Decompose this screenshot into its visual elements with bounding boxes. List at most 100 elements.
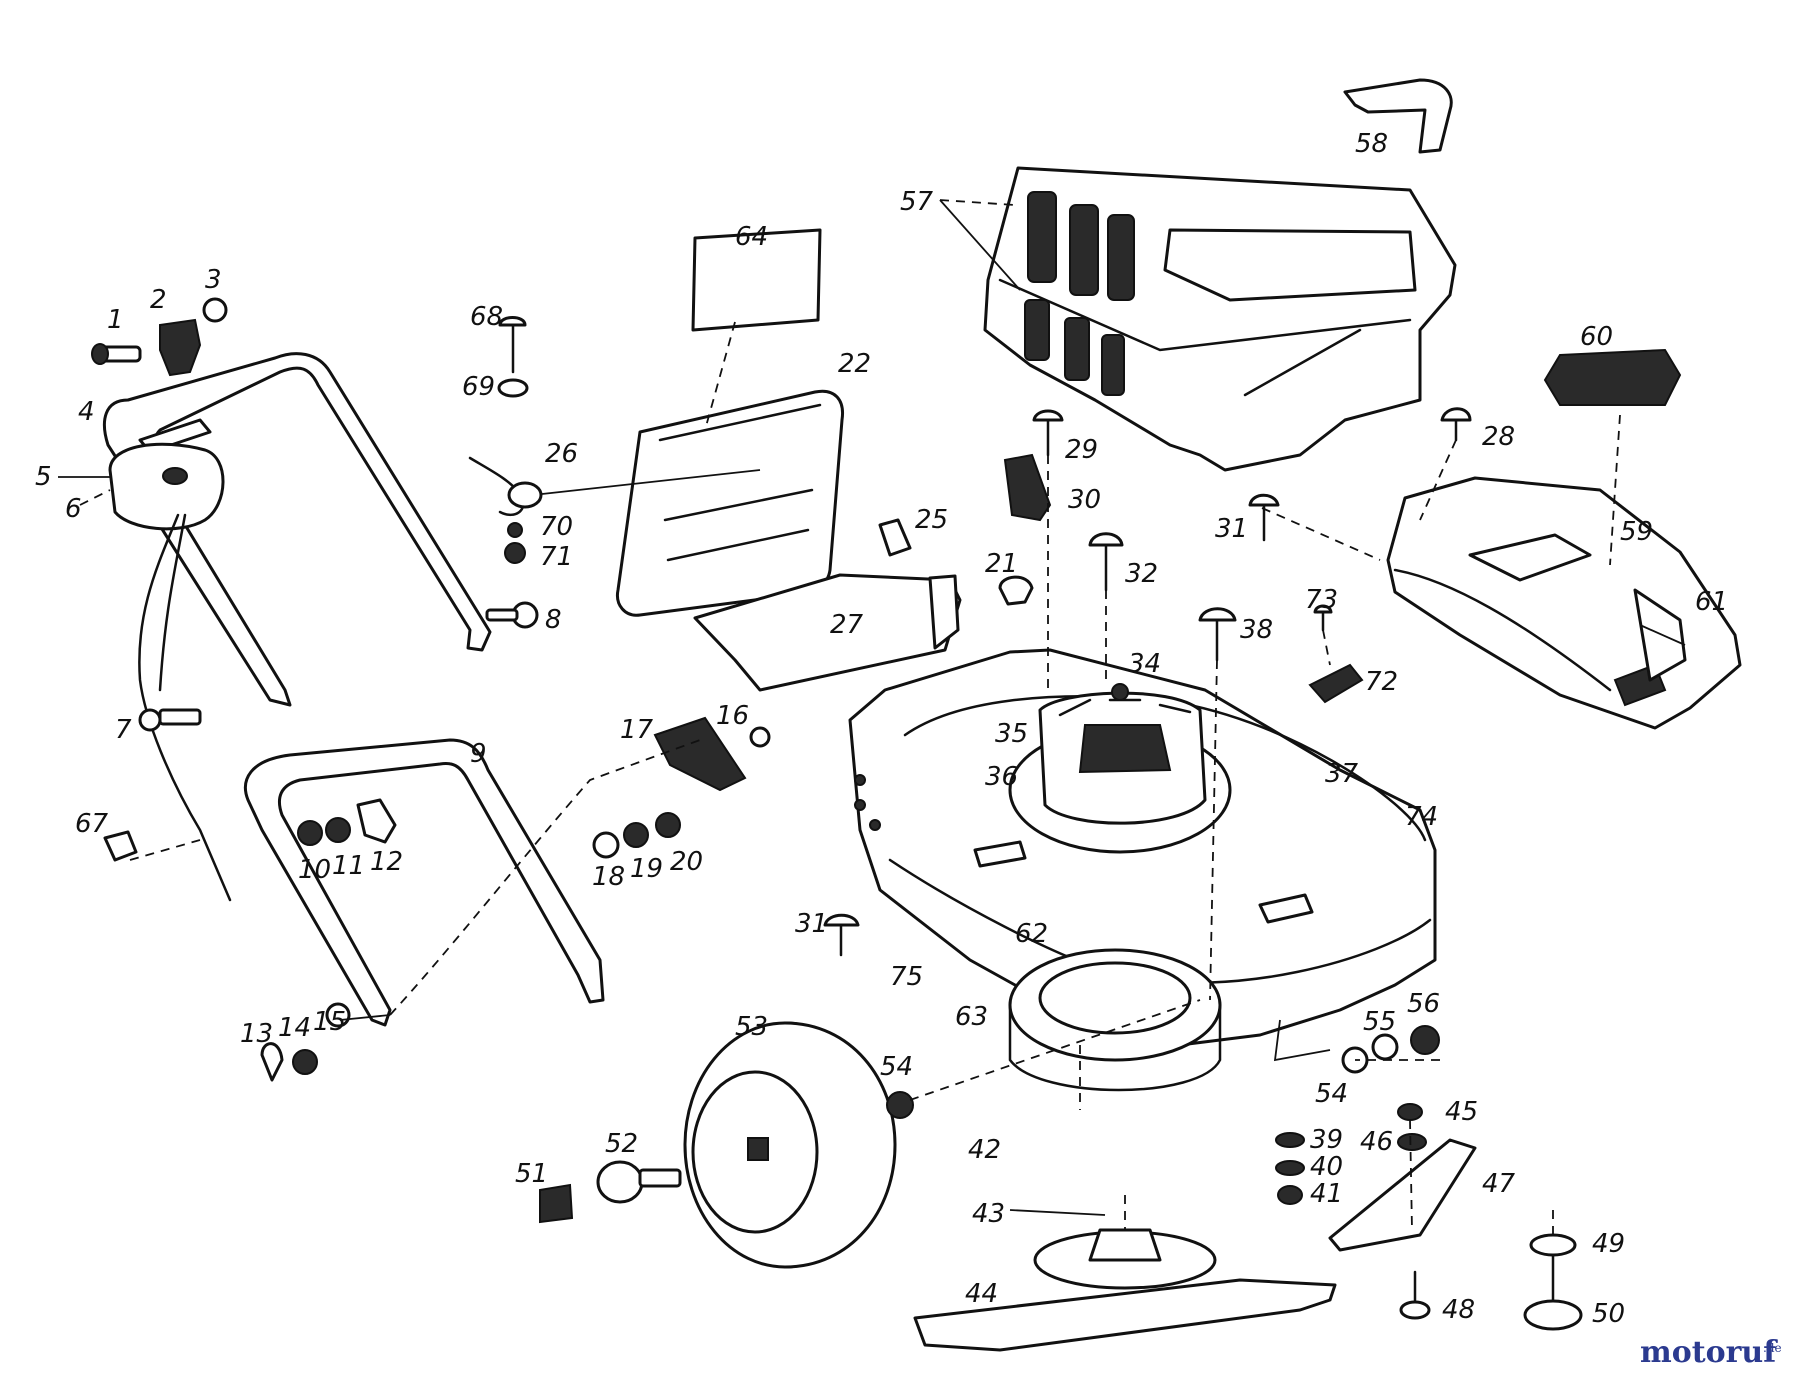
callout-19: 19 <box>630 854 663 884</box>
blade-adapter-45-47 <box>1328 1103 1477 1252</box>
callout-1: 1 <box>107 305 124 335</box>
callout-7: 7 <box>115 715 132 745</box>
mount-ring-42 <box>1008 948 1222 1092</box>
callout-59: 59 <box>1620 517 1653 547</box>
wheel-bolt-52 <box>596 1160 682 1204</box>
callout-18: 18 <box>592 862 625 892</box>
clip-67 <box>103 830 138 862</box>
callout-36: 36 <box>985 762 1018 792</box>
callout-56: 56 <box>1407 989 1440 1019</box>
callout-73: 73 <box>1305 585 1338 615</box>
callout-21: 21 <box>985 549 1018 579</box>
callout-labels: 1 2 3 4 5 6 7 8 9 10 11 12 13 14 15 16 1… <box>35 129 1728 1329</box>
callout-68: 68 <box>470 302 503 332</box>
screw-21 <box>998 575 1034 606</box>
blade-44 <box>913 1278 1337 1352</box>
switch-box <box>108 442 225 531</box>
callout-6: 6 <box>65 494 82 524</box>
callout-72: 72 <box>1365 667 1398 697</box>
callout-15: 15 <box>313 1007 346 1037</box>
callout-55: 55 <box>1363 1007 1396 1037</box>
callout-16: 16 <box>716 701 749 731</box>
deflector-27 <box>693 573 962 692</box>
callout-53: 53 <box>735 1012 768 1042</box>
callout-26: 26 <box>545 439 578 469</box>
screws-28-31-29 <box>1032 407 1472 542</box>
callout-17: 17 <box>620 715 654 745</box>
callout-31b: 31 <box>795 909 828 939</box>
callout-63: 63 <box>955 1002 988 1032</box>
lower-handle <box>243 738 605 1027</box>
callout-54b: 54 <box>1315 1079 1348 1109</box>
callout-40: 40 <box>1310 1152 1343 1182</box>
callout-48: 48 <box>1442 1295 1475 1325</box>
callout-46: 46 <box>1360 1127 1393 1157</box>
motor-cover-61 <box>1386 476 1742 730</box>
callout-27: 27 <box>830 610 864 640</box>
callout-38: 38 <box>1240 615 1273 645</box>
leader-lines <box>58 199 1686 1235</box>
callout-4: 4 <box>78 397 95 427</box>
callout-75: 75 <box>890 962 923 992</box>
callout-35: 35 <box>995 719 1028 749</box>
bracket-30 <box>1003 453 1052 522</box>
callout-42: 42 <box>968 1135 1001 1165</box>
callout-70: 70 <box>540 512 573 542</box>
callout-49: 49 <box>1592 1229 1625 1259</box>
callout-3: 3 <box>205 265 222 295</box>
motor-34 <box>1008 683 1232 854</box>
bolt-7 <box>138 708 202 732</box>
callout-12: 12 <box>370 847 403 877</box>
callout-47: 47 <box>1482 1169 1516 1199</box>
callout-64: 64 <box>735 222 768 252</box>
callout-43: 43 <box>972 1199 1005 1229</box>
callout-37: 37 <box>1325 759 1359 789</box>
callout-58: 58 <box>1355 129 1388 159</box>
callout-60: 60 <box>1580 322 1613 352</box>
watermark-tld: .de <box>1763 1341 1782 1355</box>
callout-62: 62 <box>1015 919 1048 949</box>
callout-13: 13 <box>240 1019 273 1049</box>
callout-8: 8 <box>545 605 562 635</box>
blade-hub-43 <box>1033 1228 1217 1290</box>
rear-flap-22 <box>615 389 845 617</box>
callout-67: 67 <box>75 809 109 839</box>
callout-45: 45 <box>1445 1097 1478 1127</box>
watermark-brand: motoruf <box>1640 1335 1778 1370</box>
grass-catcher-57 <box>983 166 1457 472</box>
wheel-adjust-49-50 <box>1523 1233 1583 1331</box>
knob-8 <box>485 601 539 629</box>
callout-28: 28 <box>1482 422 1515 452</box>
spring-26 <box>468 456 543 564</box>
callout-69: 69 <box>462 372 495 402</box>
label-plate-64 <box>691 228 822 332</box>
filter-60 <box>1543 348 1682 406</box>
screws-32-38-73 <box>1088 532 1333 662</box>
callout-41: 41 <box>1310 1179 1343 1209</box>
callout-10: 10 <box>298 855 331 885</box>
callout-50: 50 <box>1592 1299 1625 1329</box>
callout-34: 34 <box>1128 649 1161 679</box>
callout-30: 30 <box>1068 485 1101 515</box>
callout-14: 14 <box>278 1013 311 1043</box>
bolt-48 <box>1399 1270 1431 1320</box>
callout-52: 52 <box>605 1129 638 1159</box>
callout-11: 11 <box>332 851 365 881</box>
callout-71: 71 <box>540 542 573 572</box>
screw-25 <box>878 518 912 557</box>
callout-22: 22 <box>838 349 871 379</box>
callout-51: 51 <box>515 1159 548 1189</box>
callout-5: 5 <box>35 462 52 492</box>
callout-9: 9 <box>470 739 487 769</box>
handle-knobs-10-15 <box>260 798 397 1082</box>
callout-61: 61 <box>1695 587 1728 617</box>
catcher-handle-58 <box>1343 78 1453 154</box>
callout-2: 2 <box>150 285 167 315</box>
callout-20: 20 <box>670 847 703 877</box>
callout-54a: 54 <box>880 1052 913 1082</box>
screw-68-69 <box>497 316 529 398</box>
callout-44: 44 <box>965 1279 998 1309</box>
misc-fasteners <box>592 716 860 957</box>
callout-74: 74 <box>1405 802 1438 832</box>
